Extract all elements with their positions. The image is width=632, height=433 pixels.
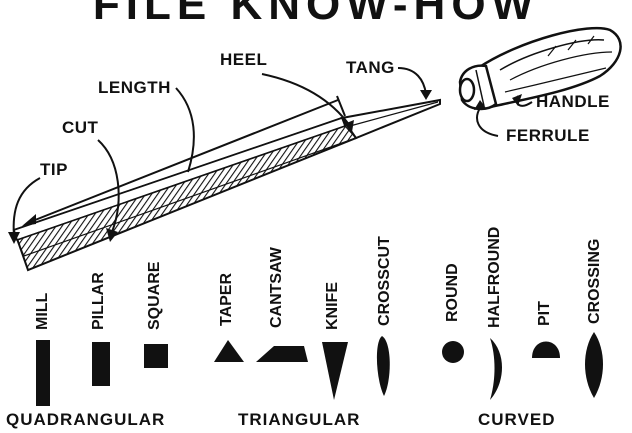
pillar-section [92, 342, 110, 386]
label-crosscut: CROSSCUT [376, 236, 394, 326]
file-tang [342, 100, 440, 138]
label-tang: TANG [346, 58, 395, 78]
halfround-section [490, 338, 502, 400]
label-ferrule: FERRULE [506, 126, 590, 146]
group-curved: CURVED [478, 410, 555, 430]
label-length: LENGTH [98, 78, 171, 98]
label-cut: CUT [62, 118, 98, 138]
label-handle: HANDLE [536, 92, 610, 112]
label-round: ROUND [444, 263, 462, 322]
label-pillar: PILLAR [90, 272, 108, 330]
label-mill: MILL [34, 293, 52, 330]
label-pit: PIT [536, 301, 554, 326]
label-knife: KNIFE [324, 282, 342, 330]
label-cantsaw: CANTSAW [268, 247, 286, 328]
cantsaw-section [256, 346, 308, 362]
label-taper: TAPER [218, 273, 236, 326]
label-tip: TIP [40, 160, 68, 180]
pit-section [532, 342, 560, 359]
label-halfround: HALFROUND [486, 227, 504, 328]
crosscut-section [377, 336, 390, 396]
ferrule-leader [477, 108, 498, 136]
label-square: SQUARE [146, 262, 164, 330]
group-quadrangular: QUADRANGULAR [6, 410, 165, 430]
label-crossing: CROSSING [586, 239, 604, 324]
file-blade [14, 118, 356, 270]
label-heel: HEEL [220, 50, 267, 70]
square-section [144, 344, 168, 368]
length-leader [176, 88, 194, 172]
crossing-section [585, 332, 603, 398]
knife-section [322, 342, 348, 400]
round-section [442, 341, 464, 363]
group-triangular: TRIANGULAR [238, 410, 360, 430]
cross-sections [36, 332, 603, 406]
mill-section [36, 340, 50, 406]
taper-section [214, 340, 244, 362]
